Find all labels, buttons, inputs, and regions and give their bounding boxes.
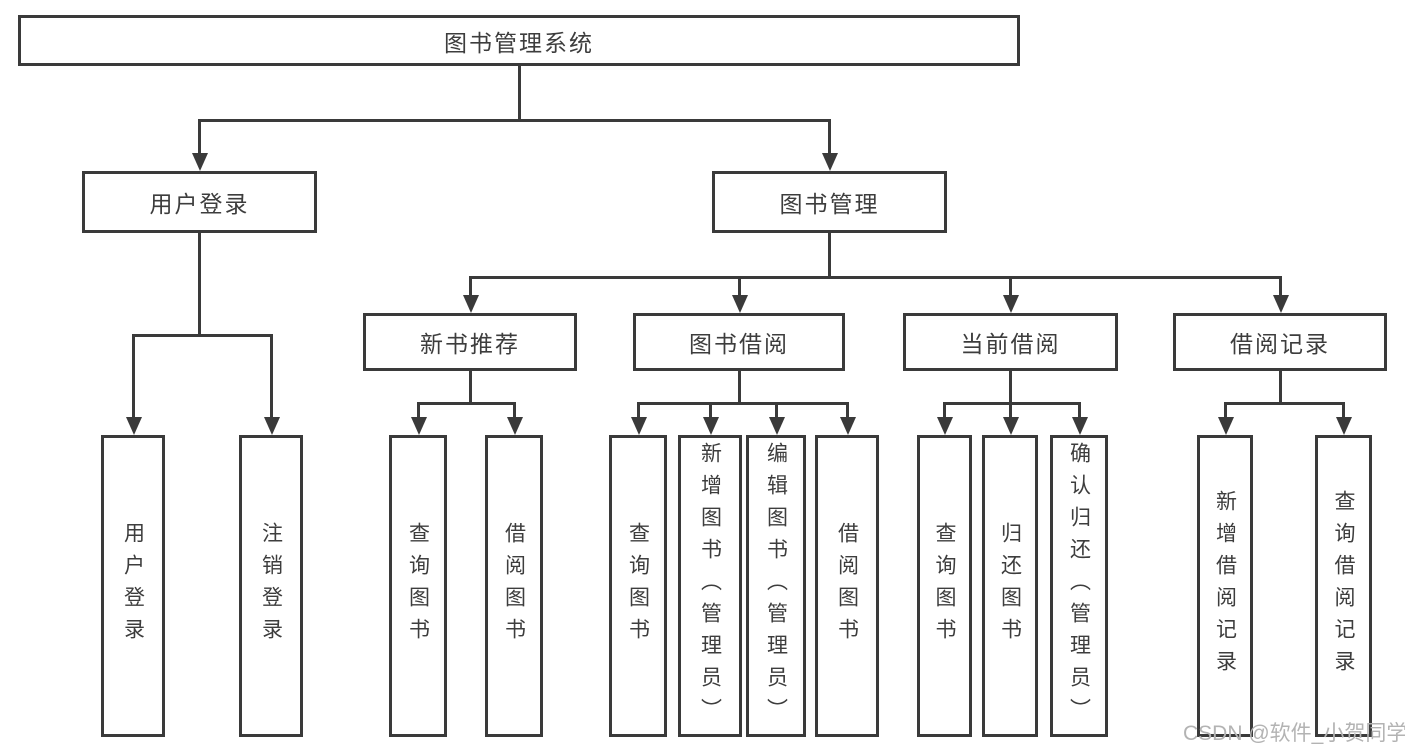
connector-root-stem [518,66,521,120]
arrow-down-icon [768,402,785,435]
leaf-current-query-books: 查询图书 [917,435,972,737]
arrow-down-icon [1002,276,1019,313]
connector-user-login-stem [198,233,201,336]
arrow-down-icon [1272,276,1289,313]
arrow-down-icon [1335,402,1352,435]
node-label: 图书管理系统 [444,29,594,56]
arrow-down-icon [936,402,953,435]
node-book-borrowing: 图书借阅 [633,313,845,371]
node-label: 注销登录 [259,522,283,650]
node-current-borrowing: 当前借阅 [903,313,1118,371]
arrow-down-icon [821,119,838,171]
connector-book-management-stem [828,233,831,278]
arrow-down-icon [1071,402,1088,435]
node-label: 借阅图书 [835,522,859,650]
node-label: 查询借阅记录 [1332,490,1355,682]
connector-book-borrowing-stem [738,371,741,404]
leaf-borrowing-edit-books-admin: 编辑图书（管理员） [746,435,806,737]
leaf-records-add-record: 新增借阅记录 [1197,435,1253,737]
node-label: 查询图书 [626,522,650,650]
leaf-recommend-borrow-books: 借阅图书 [485,435,543,737]
node-library-management-system: 图书管理系统 [18,15,1020,66]
node-label: 新增图书（管理员） [698,442,722,730]
node-label: 图书借阅 [689,331,789,357]
arrow-down-icon [191,119,208,171]
arrow-down-icon [630,402,647,435]
leaf-current-confirm-return-admin: 确认归还（管理员） [1050,435,1108,737]
connector-new-book-recommend-rail [417,402,516,405]
connector-current-borrowing-rail [943,402,1081,405]
node-label: 当前借阅 [960,331,1061,357]
csdn-watermark: CSDN @软件_小贺同学 [1183,722,1405,745]
node-label: 用户登录 [121,522,145,650]
connector-book-management-rail [469,276,1282,279]
connector-new-book-recommend-stem [469,371,472,404]
node-label: 图书管理 [779,191,880,217]
node-book-management: 图书管理 [712,171,947,233]
node-borrowing-records: 借阅记录 [1173,313,1387,371]
arrow-down-icon [1217,402,1234,435]
leaf-recommend-query-books: 查询图书 [389,435,447,737]
node-label: 借阅图书 [502,522,526,650]
arrow-down-icon [410,402,427,435]
connector-book-borrowing-rail [637,402,849,405]
arrow-down-icon [506,402,523,435]
leaf-records-query-record: 查询借阅记录 [1315,435,1372,737]
connector-root-rail [198,119,830,122]
arrow-down-icon [263,334,280,435]
leaf-borrowing-add-books-admin: 新增图书（管理员） [678,435,742,737]
node-label: 借阅记录 [1230,331,1330,357]
arrow-down-icon [731,276,748,313]
connector-user-login-rail [132,334,273,337]
arrow-down-icon [462,276,479,313]
arrow-down-icon [702,402,719,435]
arrow-down-icon [1002,402,1019,435]
arrow-down-icon [839,402,856,435]
node-label: 归还图书 [998,522,1022,650]
connector-current-borrowing-stem [1009,371,1012,404]
connector-borrowing-records-rail [1224,402,1345,405]
node-label: 新增借阅记录 [1213,490,1237,682]
node-label: 查询图书 [406,522,430,650]
node-label: 查询图书 [933,522,956,650]
node-new-book-recommend: 新书推荐 [363,313,577,371]
leaf-current-return-books: 归还图书 [982,435,1038,737]
node-label: 编辑图书（管理员） [764,442,788,730]
node-label: 新书推荐 [420,331,520,357]
node-label: 确认归还（管理员） [1067,442,1091,730]
leaf-borrowing-borrow-books: 借阅图书 [815,435,879,737]
leaf-logout: 注销登录 [239,435,303,737]
leaf-borrowing-query-books: 查询图书 [609,435,667,737]
leaf-user-login: 用户登录 [101,435,165,737]
arrow-down-icon [125,334,142,435]
node-user-login: 用户登录 [82,171,317,233]
node-label: 用户登录 [149,191,250,217]
connector-borrowing-records-stem [1279,371,1282,404]
